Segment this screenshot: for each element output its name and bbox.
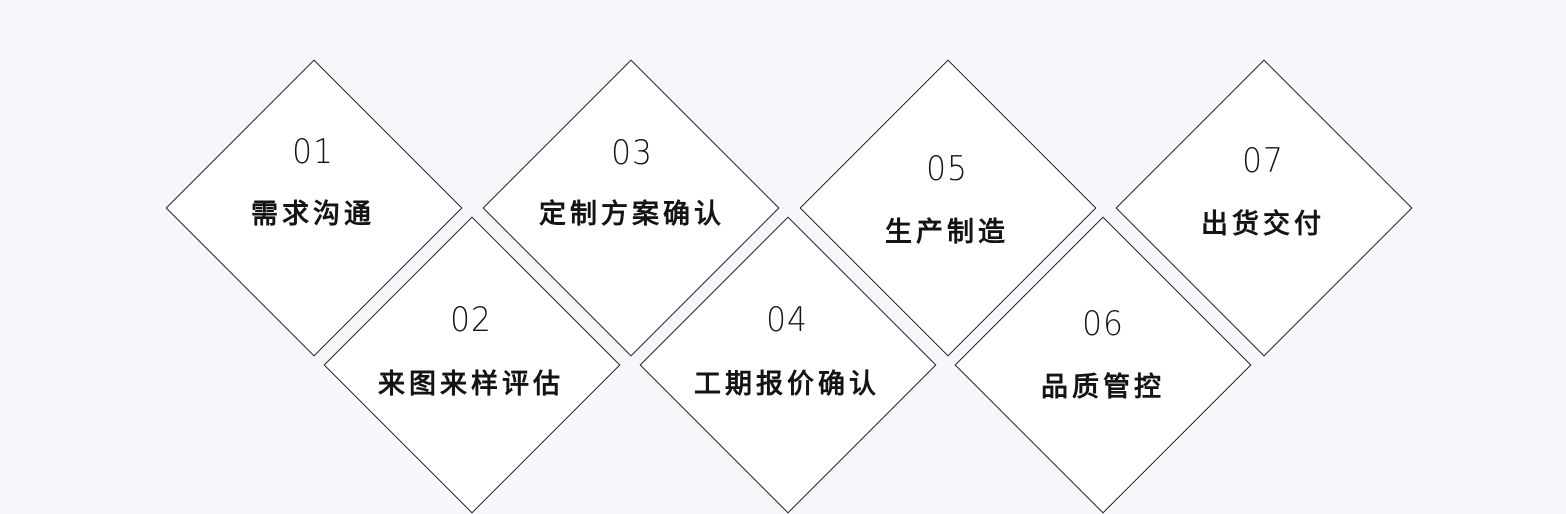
step-number: 01 [292,132,334,172]
step-04: 04 工期报价确认 [637,300,937,403]
step-number: 03 [611,133,653,173]
step-02: 02 来图来样评估 [321,300,621,403]
step-number: 07 [1242,141,1284,181]
step-title: 需求沟通 [251,199,375,230]
step-05: 05 生产制造 [797,149,1097,251]
step-number: 05 [926,149,968,189]
step-number: 04 [766,300,808,340]
step-number: 02 [450,300,492,340]
step-title: 品质管控 [1041,372,1165,403]
step-01: 01 需求沟通 [163,132,463,233]
step-title: 生产制造 [885,217,1009,248]
step-title: 工期报价确认 [694,369,880,400]
step-title: 定制方案确认 [539,199,725,230]
step-06: 06 品质管控 [953,304,1253,406]
step-07: 07 出货交付 [1113,141,1413,243]
step-number: 06 [1082,304,1124,344]
step-03: 03 定制方案确认 [482,133,782,233]
step-title: 来图来样评估 [378,369,564,400]
step-title: 出货交付 [1201,209,1325,240]
